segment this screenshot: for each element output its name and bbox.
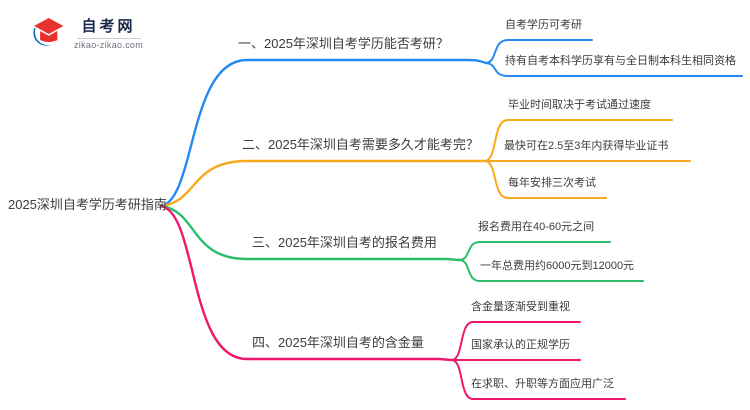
branch-4-child-3-curve [451, 359, 626, 400]
branch-2-curve [159, 159, 487, 208]
branch-1-curve [159, 58, 488, 208]
branch-3-child-1-curve [459, 241, 611, 261]
child-node-1-1[interactable]: 自考学历可考研 [505, 19, 582, 31]
branch-3-child-2-curve [459, 259, 644, 282]
child-node-4-1[interactable]: 含金量逐渐受到重视 [471, 301, 570, 313]
logo-title: 自考网 [81, 17, 136, 35]
branch-3-curve [159, 204, 462, 262]
child-node-2-1[interactable]: 毕业时间取决于考试通过速度 [508, 99, 651, 111]
child-node-2-2[interactable]: 最快可在2.5至3年内获得毕业证书 [504, 140, 669, 152]
branch-4-curve [159, 204, 454, 362]
branch-2-child-1-curve [484, 119, 673, 162]
branch-node-4[interactable]: 四、2025年深圳自考的含金量 [252, 335, 424, 350]
branch-1-child-1-curve [485, 39, 593, 64]
child-node-4-2[interactable]: 国家承认的正规学历 [471, 339, 570, 351]
child-node-4-3[interactable]: 在求职、升职等方面应用广泛 [471, 378, 614, 390]
child-node-3-1[interactable]: 报名费用在40-60元之间 [478, 221, 595, 233]
branch-node-2[interactable]: 二、2025年深圳自考需要多久才能考完？ [242, 137, 479, 152]
branch-4-child-1-curve [451, 321, 581, 361]
logo-divider [76, 37, 141, 39]
branch-1-child-2-curve [485, 62, 743, 77]
logo[interactable]: 自考网 zikao-zikao.com [28, 16, 143, 52]
branch-2-child-3-curve [484, 160, 607, 199]
child-node-2-3[interactable]: 每年安排三次考试 [508, 177, 596, 189]
child-node-1-2[interactable]: 持有自考本科学历享有与全日制本科生相同资格 [505, 55, 736, 67]
logo-domain: zikao-zikao.com [74, 39, 144, 50]
branch-node-1[interactable]: 一、2025年深圳自考学历能否考研？ [238, 36, 449, 51]
graduation-cap-logo-icon [31, 16, 66, 46]
root-node[interactable]: 2025深圳自考学历考研指南 [8, 197, 167, 212]
child-node-3-2[interactable]: 一年总费用约6000元到12000元 [480, 260, 635, 272]
branch-node-3[interactable]: 三、2025年深圳自考的报名费用 [252, 235, 437, 250]
